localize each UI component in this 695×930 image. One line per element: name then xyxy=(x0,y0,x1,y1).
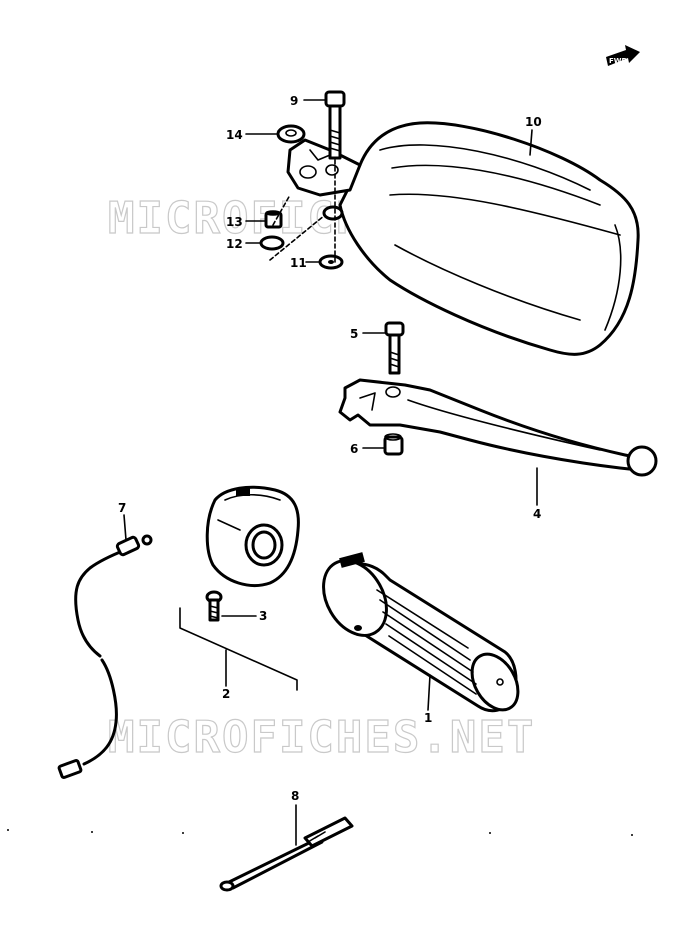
callout-5: 5 xyxy=(350,327,358,341)
front-arrow-icon: FWD xyxy=(606,45,640,66)
lever-pivot-bolt-drawing xyxy=(384,321,405,375)
callout-3: 3 xyxy=(259,609,267,623)
callout-2: 2 xyxy=(222,687,230,701)
mirror-bolt-drawing xyxy=(324,90,346,160)
callout-13: 13 xyxy=(226,215,243,229)
callout-7: 7 xyxy=(118,501,126,515)
grip-drawing xyxy=(322,552,520,713)
mirror-drawing xyxy=(286,121,640,356)
clutch-lever-drawing xyxy=(338,378,658,477)
callout-10: 10 xyxy=(525,115,542,129)
washer-upper-drawing xyxy=(259,235,285,251)
callout-8: 8 xyxy=(291,789,299,803)
callout-12: 12 xyxy=(226,237,243,251)
clutch-switch-wire-drawing xyxy=(57,534,153,779)
callout-4: 4 xyxy=(533,507,541,521)
washer-lower-hole xyxy=(328,260,334,264)
callout-9: 9 xyxy=(290,94,298,108)
callout-6: 6 xyxy=(350,442,358,456)
scan-specks xyxy=(7,829,633,836)
rubber-cap-drawing xyxy=(276,124,306,144)
callout-1: 1 xyxy=(424,711,432,725)
callout-14: 14 xyxy=(226,128,243,142)
switch-housing-drawing xyxy=(205,485,300,588)
leader-lines xyxy=(123,99,538,846)
lever-pivot-nut-drawing xyxy=(383,433,404,456)
housing-bracket-line xyxy=(179,607,298,691)
callout-11: 11 xyxy=(290,256,307,270)
bracket-washer xyxy=(322,205,344,221)
housing-screw-drawing xyxy=(205,590,223,622)
watermark-bottom: MICROFICHES.NET xyxy=(108,712,535,763)
cable-strap-drawing xyxy=(219,816,354,892)
rubber-cap-hole xyxy=(285,129,297,137)
front-arrow-label: FWD xyxy=(609,57,628,65)
